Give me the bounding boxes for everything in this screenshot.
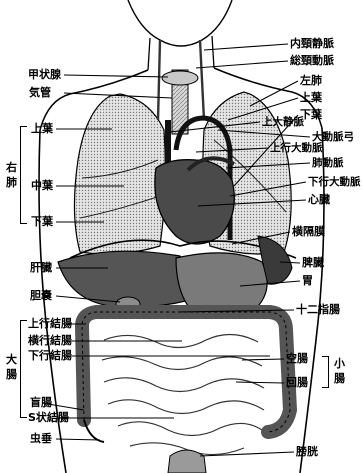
label-spleen: 脾臓 — [302, 257, 324, 269]
label-appendix: 虫垂 — [30, 433, 52, 445]
label-ascending-colon: 上行結腸 — [28, 318, 72, 330]
thyroid-shape — [162, 71, 198, 85]
label-large-intestine-group: 大 腸 — [6, 352, 17, 382]
label-small-intestine-group: 小 腸 — [334, 356, 345, 386]
label-common-carotid-artery: 総頸動脈 — [290, 55, 334, 67]
small-intestine-bracket — [322, 356, 329, 388]
small-intestine — [102, 334, 264, 454]
bladder-shape — [168, 450, 206, 473]
label-diaphragm: 横隔膜 — [292, 226, 325, 238]
label-superior-vena-cava: 上大静脈 — [262, 116, 304, 128]
label-duodenum: 十二指腸 — [296, 304, 340, 316]
label-pulmonary-artery: 肺動脈 — [312, 157, 344, 169]
label-thyroid: 甲状腺 — [28, 69, 61, 81]
right-lung-bracket — [20, 126, 27, 224]
label-right-lung-group: 右 肺 — [6, 160, 17, 190]
label-bladder: 膀胱 — [296, 446, 318, 458]
colon-frame-edge — [82, 312, 290, 432]
label-ascending-aorta: 上行大動脈 — [270, 142, 323, 154]
label-left-lung: 左肺 — [300, 75, 322, 87]
label-left-upper-lobe: 上葉 — [300, 92, 322, 104]
label-jejunum: 空腸 — [286, 353, 308, 365]
label-right-lower-lobe: 下葉 — [31, 216, 53, 228]
right-lung — [74, 94, 165, 254]
label-stomach: 胃 — [302, 275, 313, 287]
label-descending-colon: 下行結腸 — [28, 350, 72, 362]
large-intestine-bracket — [20, 320, 27, 418]
heart-shape — [155, 160, 234, 244]
label-cecum: 盲腸 — [30, 397, 52, 409]
label-right-upper-lobe: 上葉 — [31, 123, 53, 135]
label-liver: 肝臓 — [30, 262, 52, 274]
neck-outline — [148, 36, 214, 70]
label-descending-aorta: 下行大動脈 — [308, 176, 361, 188]
label-ileum: 回腸 — [286, 377, 308, 389]
label-right-middle-lobe: 中葉 — [31, 180, 53, 192]
label-transverse-colon: 横行結腸 — [28, 335, 72, 347]
label-internal-jugular-vein: 内頸静脈 — [290, 38, 334, 50]
label-sigmoid-colon: S状結腸 — [28, 412, 69, 424]
label-trachea: 気管 — [29, 87, 51, 99]
label-gallbladder: 胆嚢 — [30, 290, 52, 302]
head-outline — [128, 0, 232, 46]
label-heart: 心臓 — [308, 194, 330, 206]
colon-frame — [82, 312, 290, 432]
